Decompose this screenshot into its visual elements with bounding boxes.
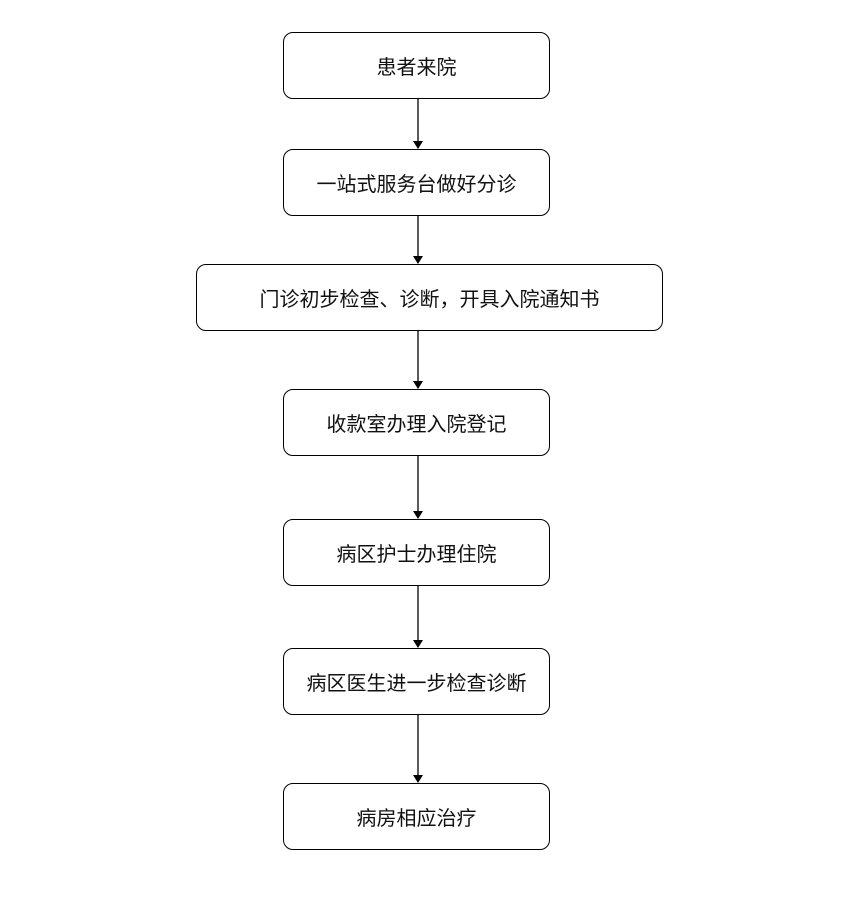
step-ward-treatment: 病房相应治疗 xyxy=(283,783,550,850)
step-admission-registration: 收款室办理入院登记 xyxy=(283,389,550,456)
step-label: 一站式服务台做好分诊 xyxy=(316,172,517,196)
step-label: 病区医生进一步检查诊断 xyxy=(306,671,527,695)
step-label: 病房相应治疗 xyxy=(356,806,477,830)
step-label: 收款室办理入院登记 xyxy=(326,412,507,436)
step-label: 病区护士办理住院 xyxy=(336,542,497,566)
step-service-desk-triage: 一站式服务台做好分诊 xyxy=(283,149,550,216)
step-patient-arrival: 患者来院 xyxy=(283,32,550,99)
step-ward-doctor-diagnosis: 病区医生进一步检查诊断 xyxy=(283,648,550,715)
step-label: 门诊初步检查、诊断，开具入院通知书 xyxy=(259,287,600,311)
step-outpatient-exam: 门诊初步检查、诊断，开具入院通知书 xyxy=(196,264,663,331)
step-label: 患者来院 xyxy=(376,55,457,79)
step-ward-nurse-admission: 病区护士办理住院 xyxy=(283,519,550,586)
